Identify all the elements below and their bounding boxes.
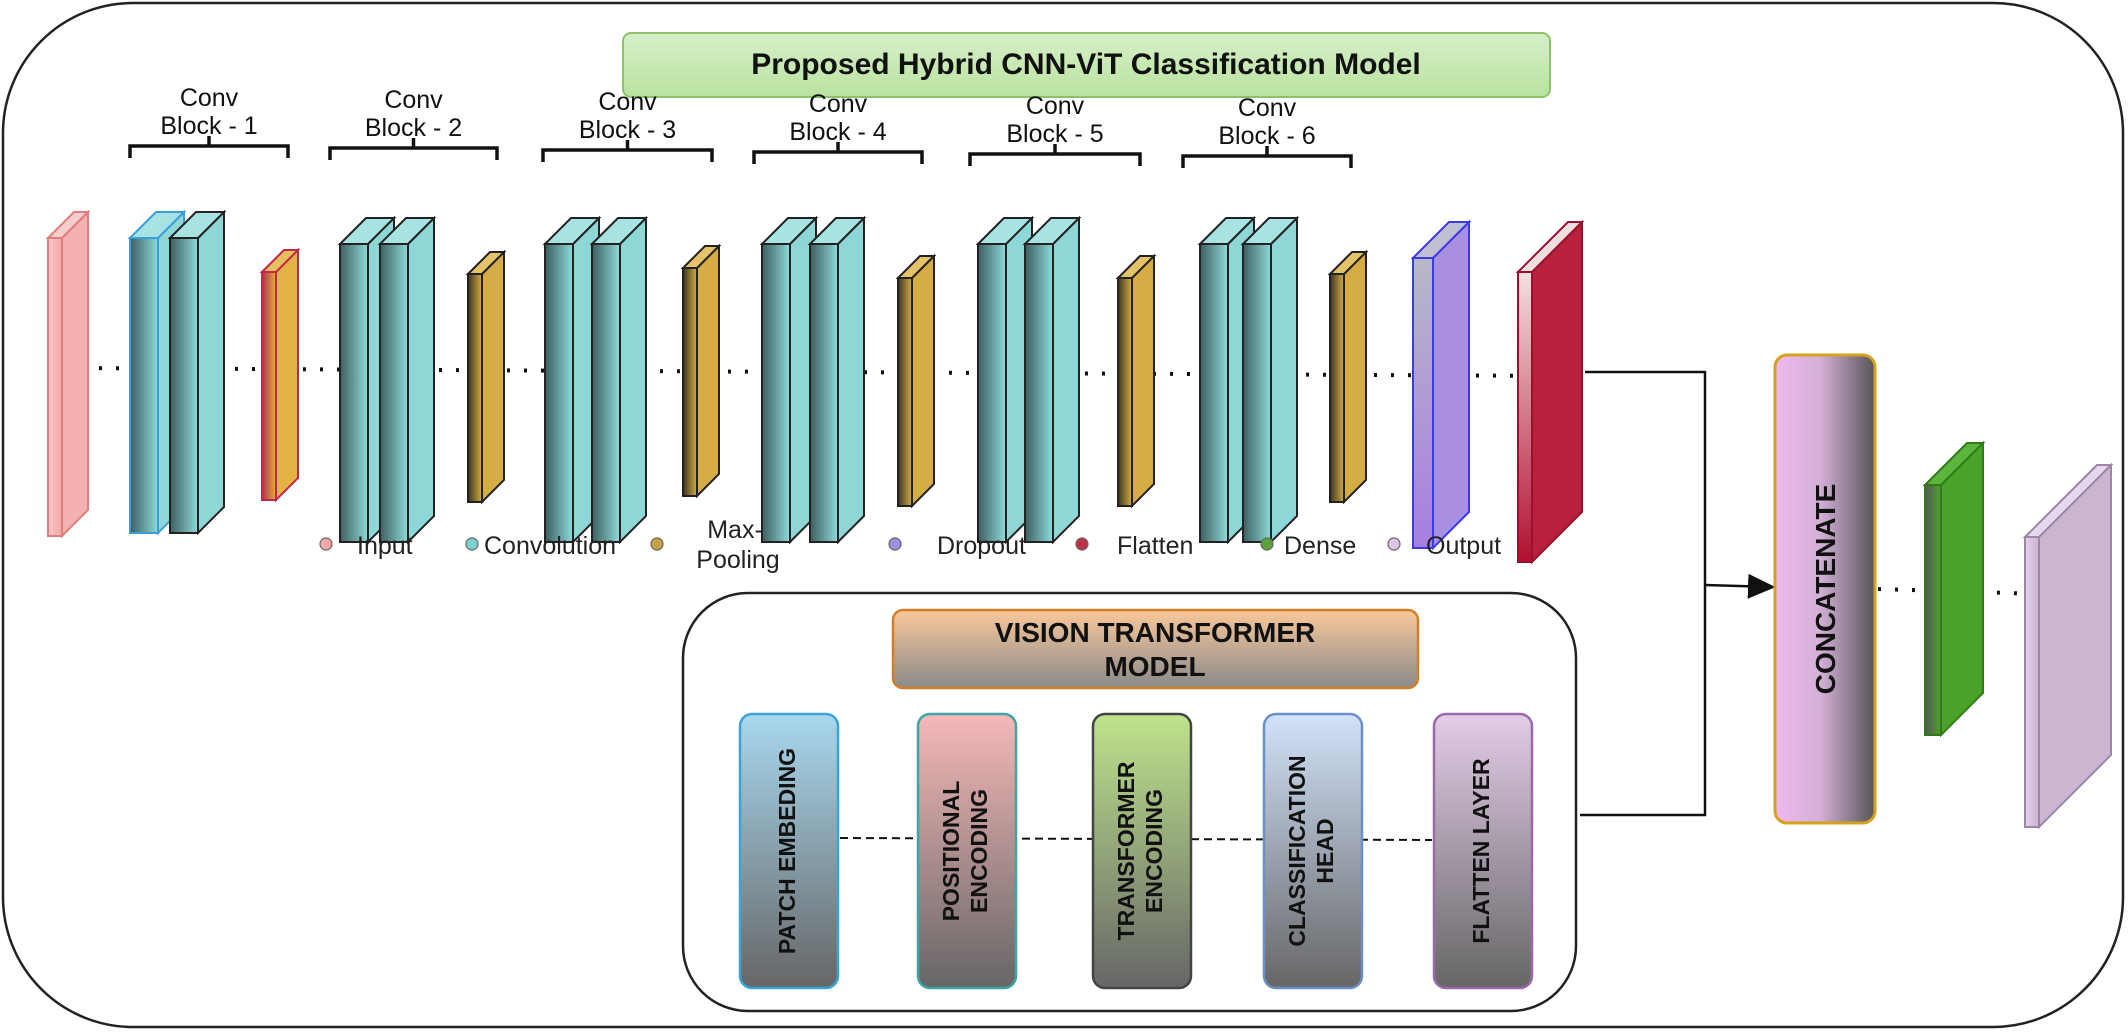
conv-block-title: Conv (180, 84, 239, 112)
output-layers (1922, 440, 2114, 830)
vit-component-label-line2: ENCODING (966, 789, 992, 913)
vit-title-banner (891, 608, 1420, 690)
vit-component-1: PATCH EMBEDING (738, 712, 840, 990)
vit-title-line2: MODEL (1104, 651, 1205, 682)
legend: Input Convolution Max-Pooling Dropout Flatte… (319, 516, 1501, 574)
conv-layer-6-2 (1240, 215, 1300, 545)
concatenate-box (1773, 353, 1877, 825)
pooling-layer-5 (1115, 253, 1157, 509)
vit-component-5: FLATTEN LAYER (1432, 712, 1534, 990)
conv-block-number: Block - 4 (789, 118, 886, 146)
vit-component-label-line2: ENCODING (1141, 789, 1167, 913)
conv-block-number: Block - 6 (1218, 122, 1315, 150)
conv-layer-3-2 (589, 215, 649, 545)
conv-block-title: Conv (1026, 92, 1085, 120)
legend-item-4: Dropout (888, 532, 1026, 560)
cnn-layers (45, 209, 1585, 565)
conv-layer-3-1 (542, 215, 602, 545)
conv-layer-2-2 (377, 215, 437, 545)
legend-label-line2: Pooling (696, 546, 779, 574)
conv-block-title: Conv (1238, 94, 1297, 122)
dense-layer (1922, 440, 1986, 738)
legend-swatch (319, 537, 333, 551)
legend-swatch (465, 537, 479, 551)
legend-swatch (1260, 537, 1274, 551)
vit-component-label: POSITIONAL (938, 781, 964, 922)
legend-swatch (1075, 537, 1089, 551)
legend-label: Max- (707, 516, 763, 544)
conv-layer-5-2 (1022, 215, 1082, 545)
vit-component-label: TRANSFORMER (1113, 761, 1139, 940)
conv-layer-4-2 (807, 215, 867, 545)
conv-block-number: Block - 3 (579, 116, 676, 144)
pooling-layer-3 (680, 243, 722, 499)
legend-swatch (888, 537, 902, 551)
pooling-layer-4 (895, 253, 937, 509)
output-layer (2022, 462, 2114, 830)
conv-block-number: Block - 5 (1006, 120, 1103, 148)
legend-item-2: Convolution (465, 532, 616, 560)
legend-item-6: Dense (1260, 532, 1356, 560)
legend-label: Input (357, 532, 413, 560)
legend-label: Flatten (1117, 532, 1193, 560)
legend-label: Convolution (484, 532, 616, 560)
pooling-layer-2 (465, 249, 507, 505)
legend-swatch (650, 537, 664, 551)
conv-block-number: Block - 2 (365, 114, 462, 142)
legend-label: Dense (1284, 532, 1356, 560)
pooling-layer-1 (259, 247, 301, 503)
conv-block-title: Conv (809, 90, 868, 118)
legend-item-3: Max-Pooling (650, 516, 780, 574)
conv-block-title: Conv (384, 86, 443, 114)
vit-title-line1: VISION TRANSFORMER (995, 617, 1315, 648)
conv-layer-5-1 (975, 215, 1035, 545)
vit-component-label: PATCH EMBEDING (774, 748, 800, 954)
concat-arrow (1704, 573, 1776, 599)
legend-swatch (1387, 537, 1401, 551)
vit-component-label-line2: HEAD (1312, 818, 1338, 883)
conv-layer-1-2 (167, 209, 227, 536)
legend-item-1: Input (319, 532, 413, 560)
title-banner (622, 32, 1551, 98)
page-title: Proposed Hybrid CNN-ViT Classification M… (751, 48, 1421, 81)
legend-label: Dropout (937, 532, 1026, 560)
legend-item-5: Flatten (1075, 532, 1193, 560)
legend-label: Output (1426, 532, 1501, 560)
conv-layer-4-1 (759, 215, 819, 545)
cnn-to-concat-connector (1580, 370, 1707, 817)
legend-item-7: Output (1387, 532, 1501, 560)
pooling-layer-6 (1327, 249, 1369, 505)
vit-component-label: FLATTEN LAYER (1468, 758, 1494, 944)
concatenate-label: CONCATENATE (1810, 484, 1841, 695)
input-layer (45, 209, 91, 539)
conv-block-number: Block - 1 (160, 112, 257, 140)
flatten-layer (1515, 219, 1585, 565)
vit-component-label: CLASSIFICATION (1284, 755, 1310, 946)
dropout-layer (1410, 219, 1472, 551)
conv-block-title: Conv (598, 88, 657, 116)
